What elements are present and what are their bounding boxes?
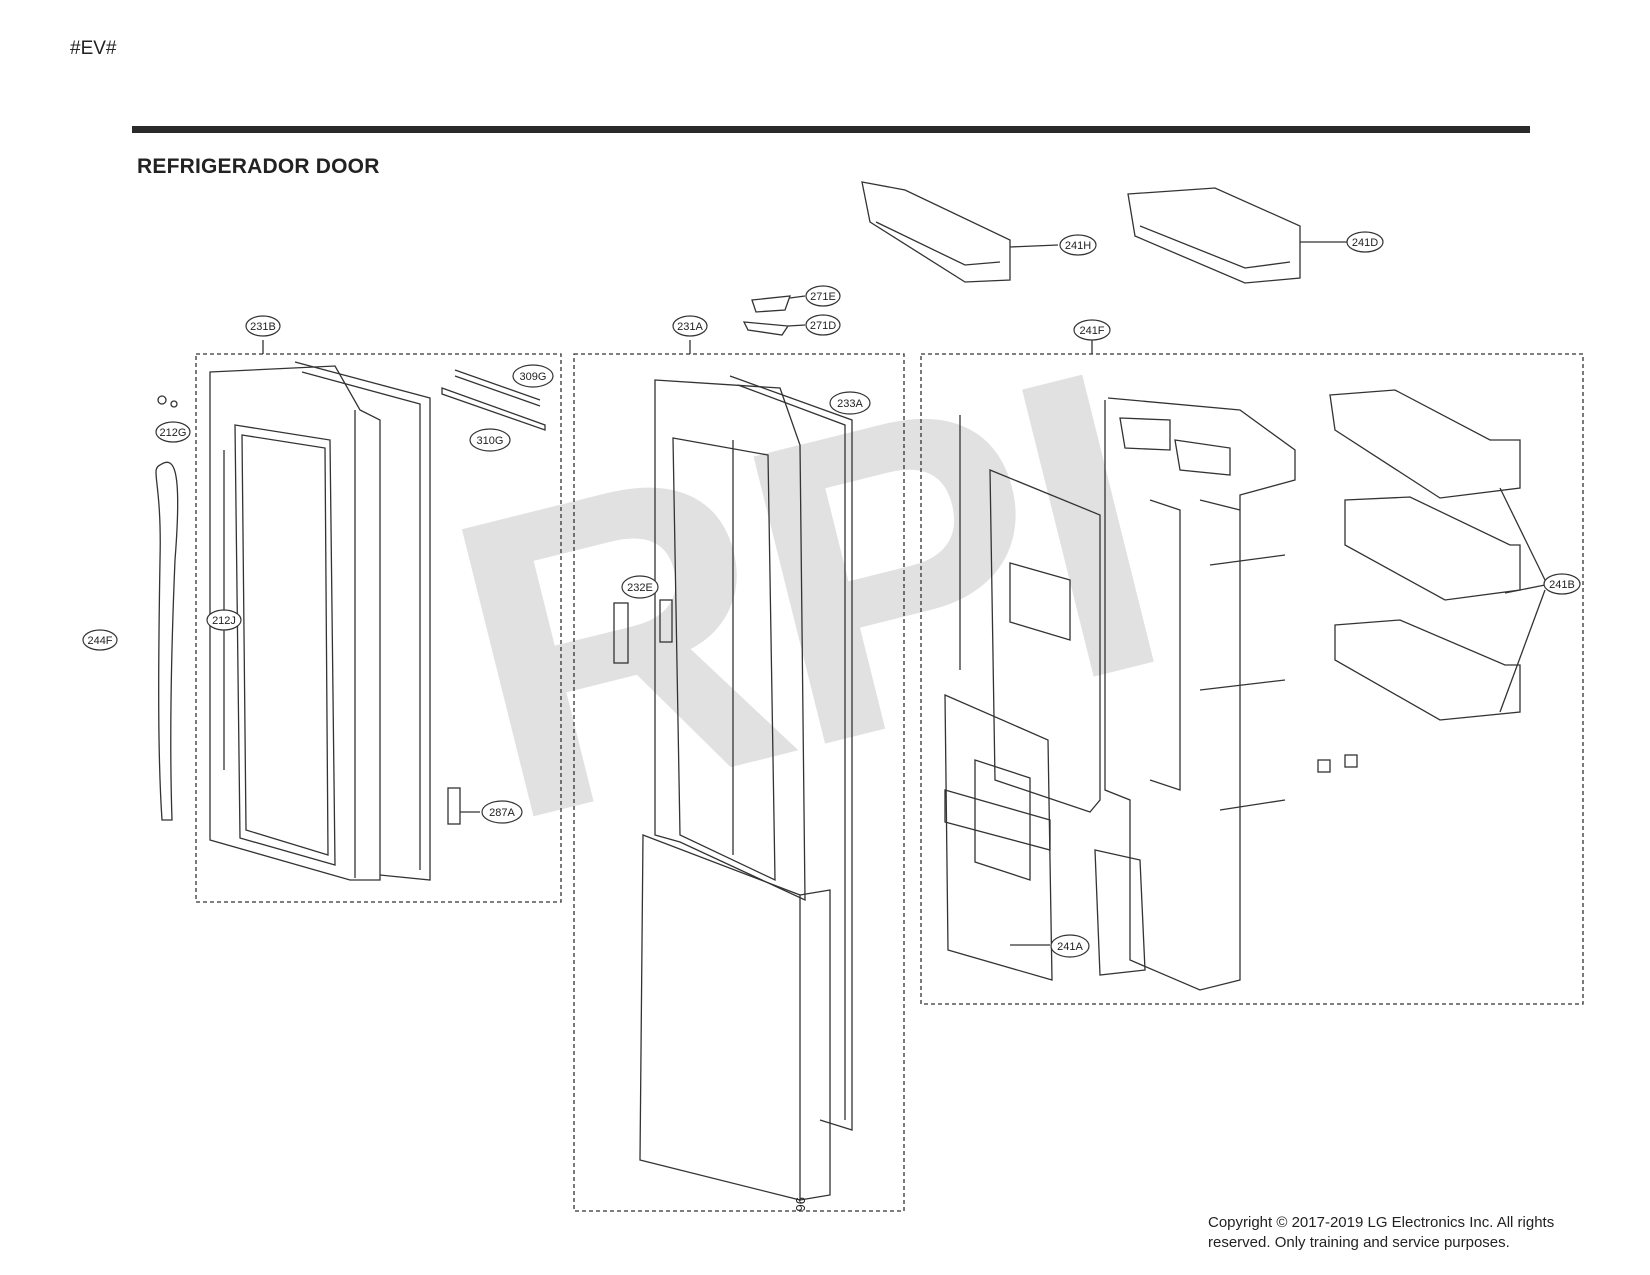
document-code: #EV# — [70, 38, 117, 59]
inner-liner-241F — [1104, 397, 1296, 991]
callout-241H: 241H — [1059, 234, 1097, 256]
callout-232E: 232E — [621, 575, 659, 599]
copyright-line-2: reserved. Only training and service purp… — [1208, 1234, 1510, 1251]
handle-244F — [155, 461, 179, 821]
svg-text:241F: 241F — [1079, 325, 1104, 337]
svg-text:231A: 231A — [677, 321, 703, 333]
svg-text:310G: 310G — [477, 435, 504, 447]
copyright-notice: Copyright © 2017-2019 LG Electronics Inc… — [1208, 1213, 1628, 1253]
callout-309G: 309G — [512, 364, 554, 388]
callout-212G: 212G — [155, 421, 191, 443]
svg-text:241D: 241D — [1352, 237, 1378, 249]
callout-271D: 271D — [805, 314, 841, 336]
callout-241A: 241A — [1050, 934, 1090, 958]
svg-text:287A: 287A — [489, 807, 515, 819]
svg-text:212J: 212J — [212, 615, 236, 627]
svg-text:271D: 271D — [810, 320, 836, 332]
svg-text:271E: 271E — [810, 291, 836, 303]
callout-310G: 310G — [469, 428, 511, 452]
door-bins-241B — [1329, 389, 1546, 721]
door-231B — [209, 361, 431, 881]
callout-244F: 244F — [82, 629, 118, 651]
callout-212J: 212J — [206, 609, 242, 631]
callout-231B: 231B — [245, 315, 281, 337]
callout-231A: 231A — [672, 315, 708, 337]
group-box-231B — [195, 353, 562, 903]
callout-287A: 287A — [481, 800, 523, 824]
header-rule — [132, 126, 1530, 133]
group-box-241F — [920, 353, 1584, 1005]
svg-text:232E: 232E — [627, 582, 653, 594]
svg-text:244F: 244F — [87, 635, 112, 647]
callout-241F: 241F — [1073, 319, 1111, 341]
svg-text:231B: 231B — [250, 321, 276, 333]
svg-text:241A: 241A — [1057, 941, 1083, 953]
bin-241H — [861, 181, 1011, 283]
group-box-231A — [573, 353, 905, 1212]
bin-241D — [1127, 187, 1301, 284]
svg-text:309G: 309G — [520, 371, 547, 383]
svg-text:233A: 233A — [837, 398, 863, 410]
callout-233A: 233A — [829, 391, 871, 415]
callout-241D: 241D — [1346, 231, 1384, 253]
copyright-line-1: Copyright © 2017-2019 LG Electronics Inc… — [1208, 1214, 1555, 1231]
svg-text:241B: 241B — [1549, 579, 1575, 591]
door-231A — [639, 375, 853, 1201]
callout-241B: 241B — [1543, 573, 1581, 595]
page-title: REFRIGERADOR DOOR — [137, 155, 380, 178]
dispenser-241A — [944, 694, 1053, 981]
svg-text:212G: 212G — [160, 427, 187, 439]
page-number: 96 — [793, 1197, 808, 1212]
callout-271E: 271E — [805, 285, 841, 307]
svg-text:241H: 241H — [1065, 240, 1091, 252]
